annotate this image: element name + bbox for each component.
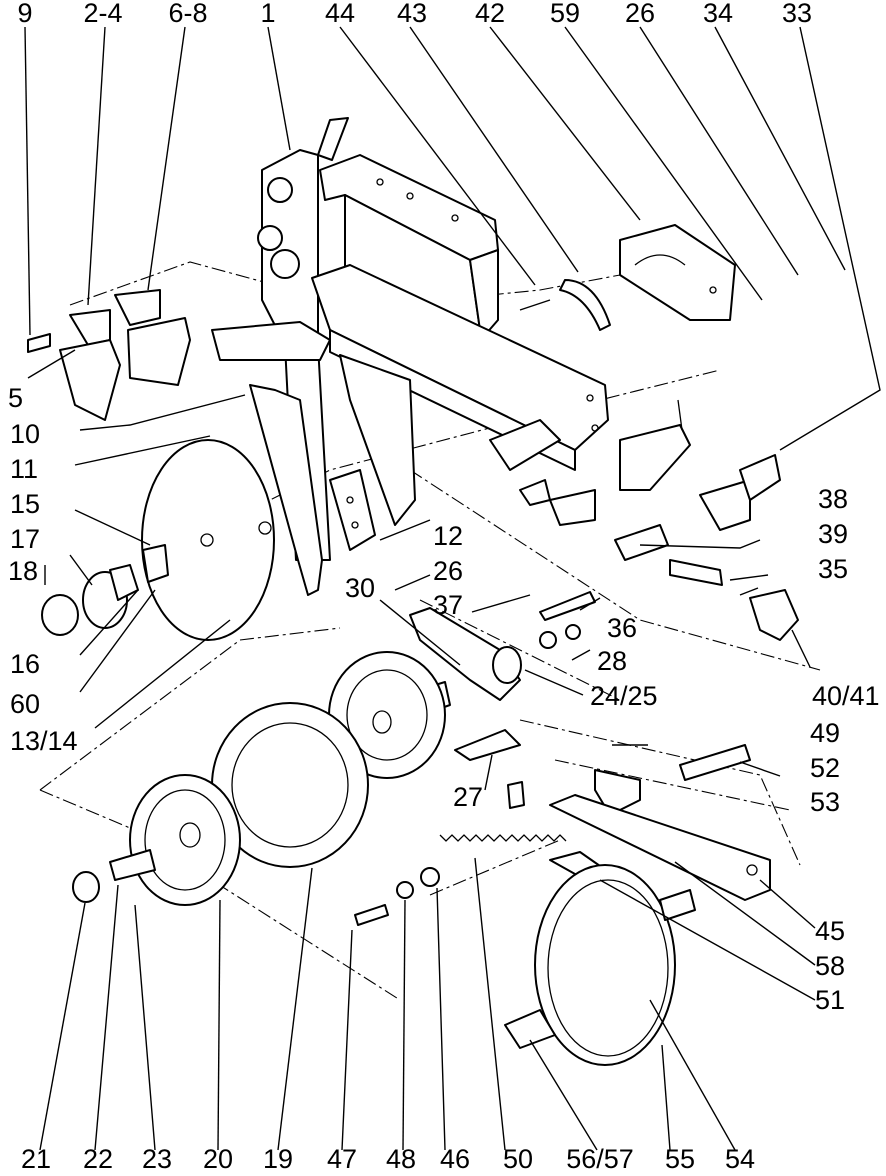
callout-label: 60 — [10, 689, 40, 719]
coulter-disc — [41, 439, 275, 641]
callout-label: 37 — [433, 590, 463, 620]
callout-label: 26 — [433, 556, 463, 586]
callout-label: 26 — [625, 0, 655, 28]
callout-label: 30 — [345, 573, 375, 603]
callout-label: 36 — [607, 613, 637, 643]
gauge-plate — [519, 224, 736, 331]
callout-label: 44 — [325, 0, 355, 28]
callout-label: 17 — [10, 524, 40, 554]
callout-label: 43 — [397, 0, 427, 28]
shields — [27, 289, 191, 421]
frame-arm — [211, 321, 416, 596]
callout-label: 40/41 — [812, 681, 880, 711]
link-bracket — [409, 607, 581, 809]
press-wheels — [72, 651, 446, 906]
callout-label: 39 — [818, 519, 848, 549]
callout-label: 48 — [386, 1144, 416, 1174]
callout-label: 34 — [703, 0, 733, 28]
callouts-top: 9 2-4 6-8 1 44 43 42 59 26 34 33 — [17, 0, 812, 28]
callout-label: 9 — [17, 0, 32, 28]
callout-label: 47 — [327, 1144, 357, 1174]
callout-label: 1 — [260, 0, 275, 28]
callout-label: 19 — [263, 1144, 293, 1174]
callout-label: 6-8 — [168, 0, 207, 28]
callout-label: 23 — [142, 1144, 172, 1174]
callout-label: 42 — [475, 0, 505, 28]
callouts-right: 12 38 39 35 26 37 30 36 28 24/25 40/41 4… — [345, 484, 880, 1015]
callout-label: 22 — [83, 1144, 113, 1174]
callout-label: 38 — [818, 484, 848, 514]
spring-parts — [354, 834, 567, 926]
callout-label: 27 — [453, 782, 483, 812]
callout-label: 52 — [810, 753, 840, 783]
callout-label: 18 — [8, 556, 38, 586]
callout-label: 33 — [782, 0, 812, 28]
axle-assembly — [489, 399, 799, 641]
callout-label: 2-4 — [83, 0, 122, 28]
callout-label: 21 — [21, 1144, 51, 1174]
callout-label: 53 — [810, 787, 840, 817]
callout-label: 46 — [440, 1144, 470, 1174]
callout-label: 56/57 — [566, 1144, 634, 1174]
callout-label: 49 — [810, 718, 840, 748]
scraper-assembly — [504, 744, 771, 1066]
callout-label: 54 — [725, 1144, 755, 1174]
callout-label: 58 — [815, 951, 845, 981]
callout-label: 15 — [10, 489, 40, 519]
callout-label: 20 — [203, 1144, 233, 1174]
callout-label: 11 — [10, 454, 38, 484]
callout-label: 28 — [597, 646, 627, 676]
callout-label: 59 — [550, 0, 580, 28]
callout-label: 13/14 — [10, 726, 78, 756]
callout-label: 10 — [10, 419, 40, 449]
callout-label: 24/25 — [590, 681, 658, 711]
callouts-bottom: 21 22 23 20 19 47 48 46 50 56/57 55 54 — [21, 1144, 755, 1174]
leader-lines — [24, 26, 881, 1151]
callout-label: 12 — [433, 521, 463, 551]
callout-label: 51 — [815, 985, 845, 1015]
callout-label: 45 — [815, 916, 845, 946]
callouts-left: 5 10 11 15 17 18 16 60 13/14 — [8, 383, 78, 756]
callout-label: 55 — [665, 1144, 695, 1174]
callout-label: 5 — [8, 383, 23, 413]
callout-label: 50 — [503, 1144, 533, 1174]
callout-label: 16 — [10, 649, 40, 679]
callout-label: 35 — [818, 554, 848, 584]
